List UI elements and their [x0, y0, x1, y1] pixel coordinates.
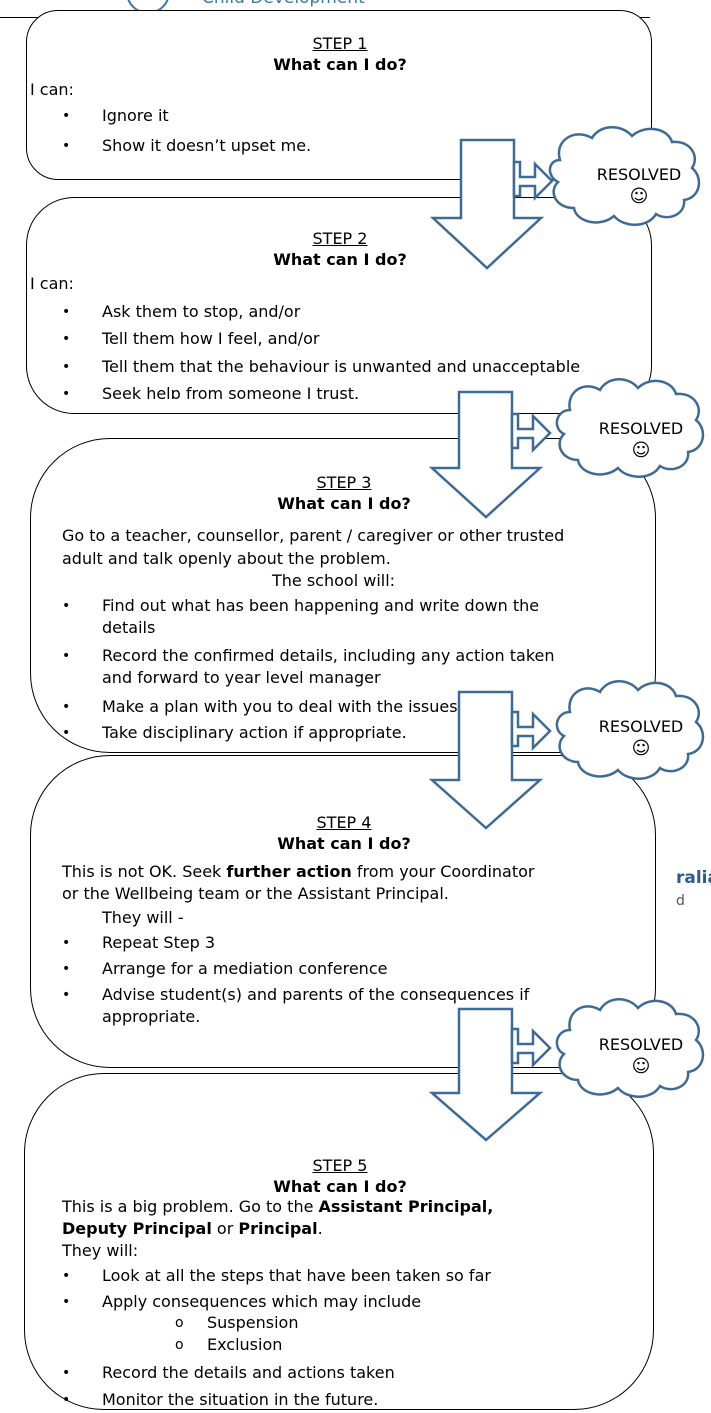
step-2-bullet-2: Tell them how I feel, and/or — [102, 329, 320, 348]
background-text-1: ralia — [676, 868, 711, 888]
step-3-bullet-2-line-1: Record the confirmed details, including … — [102, 646, 555, 665]
bullet-glyph: • — [62, 725, 71, 741]
right-arrow-4 — [510, 1027, 552, 1069]
step-4-bullet-3-line-1: Advise student(s) and parents of the con… — [102, 985, 530, 1004]
bullet-glyph: • — [62, 961, 71, 977]
step-4-bullet-1: Repeat Step 3 — [102, 933, 216, 952]
step-3-bullet-1-line-1: Find out what has been happening and wri… — [102, 596, 540, 615]
step-3-question: What can I do? — [277, 494, 411, 513]
bullet-glyph: • — [62, 359, 71, 375]
bullet-glyph: • — [62, 1294, 71, 1310]
step-1-intro: I can: — [30, 80, 74, 99]
step-3-title: STEP 3 — [316, 473, 372, 492]
right-arrow-3 — [510, 710, 552, 752]
step-2-bullet-4: Seek help from someone I trust. — [102, 384, 360, 399]
smiley-icon: ☺ — [631, 738, 651, 759]
step-1-box: STEP 1 What can I do? — [26, 10, 652, 180]
bullet-glyph: • — [62, 386, 71, 399]
step-5-bullet-4: Monitor the situation in the future. — [102, 1390, 379, 1405]
down-arrow-2 — [428, 390, 544, 519]
step-3-intro-line-2: adult and talk openly about the problem. — [62, 549, 391, 568]
bullet-glyph: • — [62, 1365, 71, 1381]
down-arrow-3 — [428, 690, 544, 830]
resolved-label-1: RESOLVED — [596, 165, 682, 184]
sub-bullet-glyph: o — [175, 1337, 184, 1353]
right-arrow-2 — [510, 412, 552, 454]
step-5-box: STEP 5 What can I do? — [24, 1073, 654, 1410]
step-4-box: STEP 4 What can I do? — [30, 755, 656, 1068]
bullet-glyph: • — [62, 138, 71, 154]
organisation-name: Child Development — [202, 0, 365, 8]
bullet-glyph: • — [62, 1392, 71, 1405]
step-3-bullet-3: Make a plan with you to deal with the is… — [102, 697, 458, 716]
sub-bullet-glyph: o — [175, 1315, 184, 1331]
step-3-school-will: The school will: — [272, 571, 396, 590]
step-2-intro: I can: — [30, 274, 74, 293]
smiley-icon: ☺ — [631, 1056, 651, 1077]
resolved-label-2: RESOLVED — [598, 419, 684, 438]
bullet-glyph: • — [62, 987, 71, 1003]
background-text-2: d — [676, 893, 685, 909]
step-3-box: STEP 3 What can I do? — [30, 438, 656, 753]
step-4-intro-line-1: This is not OK. Seek further action from… — [62, 862, 535, 881]
resolved-cloud-3 — [555, 680, 705, 780]
down-arrow-1 — [429, 138, 545, 270]
bullet-glyph: • — [62, 648, 71, 664]
step-5-intro-line-1: This is a big problem. Go to the Assista… — [62, 1197, 494, 1216]
step-1-bullet-2: Show it doesn’t upset me. — [102, 136, 312, 155]
step-5-bullet-2: Apply consequences which may include — [102, 1292, 422, 1311]
step-5-they-will: They will: — [62, 1241, 139, 1260]
step-3-bullet-4: Take disciplinary action if appropriate. — [102, 723, 407, 742]
resolved-cloud-4 — [555, 998, 705, 1098]
resolved-cloud-1 — [548, 126, 701, 226]
bullet-glyph: • — [62, 935, 71, 951]
step-2-bullet-4-clip: • Seek help from someone I trust. — [40, 378, 600, 399]
step-2-box: STEP 2 What can I do? — [26, 197, 652, 414]
step-4-bullet-2: Arrange for a mediation conference — [102, 959, 388, 978]
bullet-glyph: • — [62, 1268, 71, 1284]
step-5-title: STEP 5 — [312, 1156, 368, 1175]
step-3-bullet-2-line-2: and forward to year level manager — [102, 668, 381, 687]
step-4-they-will: They will - — [102, 908, 184, 927]
right-arrow-1 — [512, 160, 554, 202]
step-4-bullet-3-line-2: appropriate. — [102, 1007, 201, 1026]
step-5-bullet-4-clip: • Monitor the situation in the future. — [40, 1384, 600, 1405]
resolved-label-3: RESOLVED — [598, 717, 684, 736]
step-4-question: What can I do? — [277, 834, 411, 853]
step-2-bullet-3: Tell them that the behaviour is unwanted… — [102, 357, 581, 376]
bullet-glyph: • — [62, 304, 71, 320]
step-1-title: STEP 1 — [312, 34, 368, 53]
step-5-sub-bullet-2: Exclusion — [207, 1335, 283, 1354]
bullet-glyph: • — [62, 331, 71, 347]
bullet-glyph: • — [62, 108, 71, 124]
step-3-bullet-1-line-2: details — [102, 618, 156, 637]
step-4-title: STEP 4 — [316, 813, 372, 832]
smiley-icon: ☺ — [629, 186, 649, 207]
down-arrow-4 — [428, 1007, 544, 1142]
step-2-bullet-1: Ask them to stop, and/or — [102, 302, 301, 321]
step-4-intro-line-2: or the Wellbeing team or the Assistant P… — [62, 884, 449, 903]
step-1-bullet-1: Ignore it — [102, 106, 169, 125]
step-2-question: What can I do? — [273, 250, 407, 269]
bullet-glyph: • — [62, 699, 71, 715]
step-2-title: STEP 2 — [312, 229, 368, 248]
step-5-bullet-3: Record the details and actions taken — [102, 1363, 395, 1382]
step-5-intro-line-2: Deputy Principal or Principal. — [62, 1219, 323, 1238]
resolved-label-4: RESOLVED — [598, 1035, 684, 1054]
step-5-question: What can I do? — [273, 1177, 407, 1196]
step-5-bullet-1: Look at all the steps that have been tak… — [102, 1266, 491, 1285]
step-5-sub-bullet-1: Suspension — [207, 1313, 299, 1332]
step-1-question: What can I do? — [273, 55, 407, 74]
resolved-cloud-2 — [555, 378, 705, 478]
bullet-glyph: • — [62, 598, 71, 614]
smiley-icon: ☺ — [631, 440, 651, 461]
step-3-intro-line-1: Go to a teacher, counsellor, parent / ca… — [62, 526, 565, 545]
